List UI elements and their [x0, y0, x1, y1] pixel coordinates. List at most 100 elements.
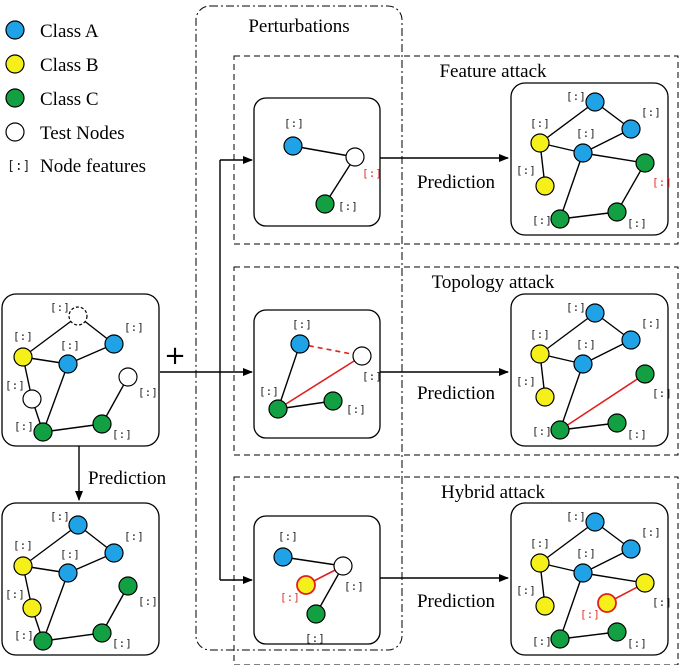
class-c-node: [607, 622, 627, 642]
class-b-node: [535, 387, 555, 407]
plus-symbol: +: [164, 341, 186, 371]
node-feature: [:]: [566, 510, 586, 523]
node-feature: [:]: [362, 370, 382, 383]
legend-class-b-marker: [5, 54, 25, 74]
feature-perturbation-graph: [:] [:] [:]: [253, 97, 382, 227]
test-node: [352, 346, 372, 366]
node-feature: [:]: [112, 428, 132, 441]
node-feature: [:]: [566, 90, 586, 103]
topology-attack-title: Topology attack: [432, 272, 555, 293]
node-feature: [:]: [530, 537, 550, 550]
class-c-node: [635, 153, 655, 173]
node-feature: [:]: [338, 200, 358, 213]
node-feature: [:]: [532, 635, 552, 648]
class-b-node: [13, 347, 33, 367]
class-a-node: [585, 512, 605, 532]
legend-class-a-label: Class A: [40, 21, 99, 42]
node-feature: [:]: [641, 106, 661, 119]
original-graph: [:] [:] [:] [:] [:] [:] [:] [:]: [1, 293, 160, 447]
node-feature: [:]: [576, 127, 596, 140]
node-feature: [:]: [576, 547, 596, 560]
node-feature: [:]: [14, 420, 34, 433]
class-a-node: [283, 136, 303, 156]
node-feature: [:]: [532, 425, 552, 438]
perturbed-node-feature: [:]: [652, 176, 672, 189]
class-c-node: [306, 604, 326, 624]
class-a-node: [290, 334, 310, 354]
class-a-node: [621, 119, 641, 139]
node-feature: [:]: [124, 321, 144, 334]
original-prediction-graph: [:] [:] [:] [:] [:] [:] [:] [:]: [1, 502, 160, 656]
class-a-node: [68, 515, 88, 535]
class-b-node: [22, 598, 42, 618]
connectors: [75, 154, 509, 584]
prediction-label-original: Prediction: [88, 468, 167, 489]
prediction-label-topology: Prediction: [417, 383, 496, 404]
class-c-node: [635, 364, 655, 384]
hybrid-attack-title: Hybrid attack: [441, 482, 545, 503]
node-feature: [:]: [278, 530, 298, 543]
class-a-node: [585, 92, 605, 112]
node-feature: [:]: [5, 588, 25, 601]
class-c-node: [33, 422, 53, 442]
feature-prediction-graph: [:] [:] [:] [:] [:] [:] [:] [:]: [510, 82, 672, 236]
class-c-node: [92, 623, 112, 643]
node-feature: [:]: [530, 328, 550, 341]
test-node: [333, 556, 353, 576]
test-node: [118, 367, 138, 387]
class-c-node: [323, 391, 343, 411]
node-feature: [:]: [566, 301, 586, 314]
node-feature: [:]: [284, 117, 304, 130]
legend-test-nodes-label: Test Nodes: [40, 123, 125, 144]
class-c-node: [92, 414, 112, 434]
class-c-node: [550, 209, 570, 229]
class-b-node: [13, 556, 33, 576]
node-feature: [:]: [576, 338, 596, 351]
perturbed-node-feature: [:]: [362, 167, 382, 180]
prediction-label-feature: Prediction: [417, 172, 496, 193]
test-node: [22, 389, 42, 409]
legend-node-features-label: Node features: [40, 156, 146, 177]
class-c-node: [550, 629, 570, 649]
class-a-node: [573, 143, 593, 163]
class-b-node: [530, 133, 550, 153]
perturbed-node-feature: [:]: [580, 608, 600, 621]
legend: Class A Class B Class C Test Nodes [:] N…: [5, 20, 146, 177]
test-node: [345, 147, 365, 167]
injected-node: [597, 593, 617, 613]
node-feature: [:]: [60, 339, 80, 352]
node-feature: [:]: [138, 595, 158, 608]
node-feature: [:]: [50, 301, 70, 314]
node-feature: [:]: [305, 632, 325, 645]
class-b-node: [535, 596, 555, 616]
node-feature: [:]: [652, 596, 672, 609]
node-feature: [:]: [530, 117, 550, 130]
hybrid-prediction-graph: [:] [:] [:] [:] [:] [:] [:] [:] [:]: [510, 502, 672, 656]
node-feature: [:]: [516, 375, 536, 388]
feature-attack-title: Feature attack: [439, 61, 547, 82]
node-feature: [:]: [259, 385, 279, 398]
class-a-node: [273, 547, 293, 567]
class-b-node: [530, 344, 550, 364]
feature-attack-frame: [233, 55, 679, 245]
class-c-node: [607, 413, 627, 433]
class-a-node: [58, 354, 78, 374]
class-b-node: [635, 573, 655, 593]
class-c-node: [268, 399, 288, 419]
legend-test-node-marker: [5, 122, 25, 142]
node-feature: [:]: [516, 164, 536, 177]
node-feature: [:]: [346, 403, 366, 416]
legend-class-c-label: Class C: [40, 89, 99, 110]
topology-attack-frame: [233, 266, 679, 456]
node-feature: [:]: [516, 584, 536, 597]
node-feature: [:]: [14, 629, 34, 642]
perturbations-panel: [195, 5, 403, 651]
class-a-node: [58, 563, 78, 583]
node-feature: [:]: [641, 526, 661, 539]
class-a-node: [104, 334, 124, 354]
class-c-node: [550, 420, 570, 440]
legend-class-c-marker: [5, 88, 25, 108]
node-feature: [:]: [138, 386, 158, 399]
